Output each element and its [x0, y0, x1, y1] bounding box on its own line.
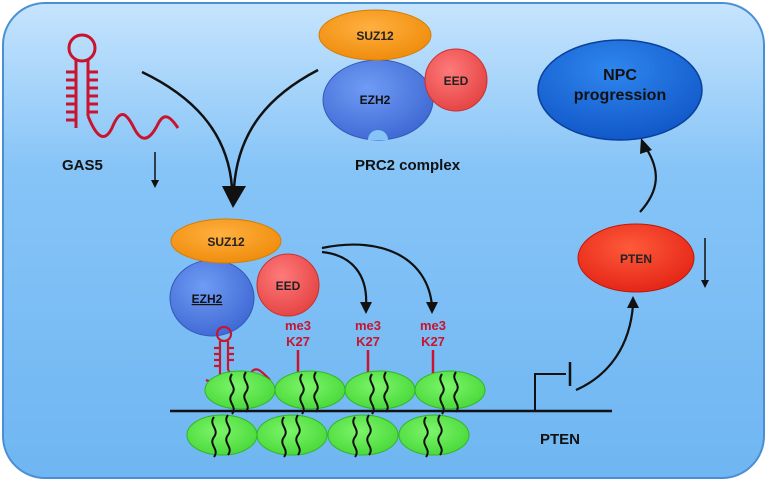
- ezh2-bound-label: EZH2: [192, 292, 223, 306]
- pten-expression-arrow: [575, 304, 635, 392]
- eed-top-label: EED: [444, 74, 469, 88]
- histone-mark-2: me3 K27: [355, 318, 381, 374]
- pten-protein-shape: [577, 223, 695, 293]
- nucleosome: [256, 414, 328, 456]
- prc2-complex-top: SUZ12 EZH2 EED: [318, 9, 488, 141]
- mark-2-k27: K27: [356, 334, 380, 349]
- pten-expression-arrowhead-icon: [627, 296, 639, 308]
- npc-label-line1: NPC: [603, 67, 637, 84]
- pten-gene-label: PTEN: [540, 431, 580, 448]
- nucleosome: [344, 370, 416, 410]
- prc2-converge-arrow: [232, 68, 319, 189]
- suz12-top-shape: [318, 9, 432, 61]
- nucleosome: [186, 414, 258, 456]
- methylation-arrow-2: [321, 243, 434, 307]
- prc2-complex-label: PRC2 complex: [355, 157, 461, 174]
- histone-mark-3: me3 K27: [420, 318, 446, 374]
- nucleosome-row-bottom: [186, 414, 470, 456]
- suz12-bound-shape: [170, 218, 282, 264]
- nucleosome: [327, 414, 399, 456]
- gas5-rna-icon: [66, 33, 180, 140]
- converge-arrowhead-icon: [222, 186, 246, 208]
- gas5-label: GAS5: [62, 157, 103, 174]
- mark-1-me3: me3: [285, 318, 311, 333]
- eed-top-shape: [424, 48, 488, 112]
- methylation-arrowhead-1-icon: [360, 302, 372, 314]
- gas5-converge-arrow: [141, 70, 234, 189]
- pten-npc-arrowhead-icon: [640, 138, 652, 154]
- npc-progression-shape: [537, 39, 703, 141]
- methylation-arrowhead-2-icon: [426, 302, 438, 314]
- ezh2-top-label: EZH2: [360, 93, 391, 107]
- pten-npc-arrow: [639, 147, 657, 213]
- ezh2-top-notch: [368, 130, 388, 140]
- mark-1-k27: K27: [286, 334, 310, 349]
- methylation-arrow-1: [321, 250, 368, 307]
- nucleosome: [398, 414, 470, 456]
- promoter-arrow: [534, 373, 566, 411]
- eed-bound-shape: [256, 253, 320, 317]
- eed-bound-label: EED: [276, 279, 301, 293]
- suz12-bound-label: SUZ12: [207, 235, 245, 249]
- histone-mark-1: me3 K27: [285, 318, 311, 374]
- mark-3-k27: K27: [421, 334, 445, 349]
- npc-label-line2: progression: [574, 87, 666, 104]
- mark-2-me3: me3: [355, 318, 381, 333]
- mark-3-me3: me3: [420, 318, 446, 333]
- prc2-complex-bound: SUZ12 EZH2 EED: [169, 218, 320, 337]
- pten-protein-label: PTEN: [620, 252, 652, 266]
- dna-wraps: [211, 371, 459, 458]
- nucleosome: [274, 370, 346, 410]
- nucleosome: [204, 370, 276, 410]
- suz12-top-label: SUZ12: [356, 29, 394, 43]
- nucleosome: [414, 370, 486, 410]
- nucleosome-row-top: [204, 370, 486, 410]
